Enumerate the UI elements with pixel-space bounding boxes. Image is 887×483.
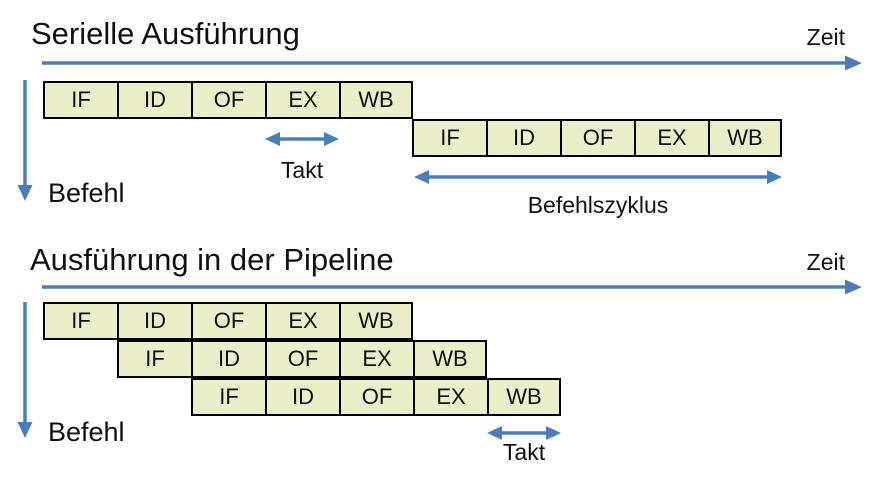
stage-cell: ID (265, 378, 339, 416)
stage-cell: WB (339, 81, 413, 119)
section-title-serial: Serielle Ausführung (31, 16, 300, 51)
instruction-row-pipeline-2: IF ID OF EX WB (117, 340, 487, 378)
instruction-axis-label-pipeline: Befehl (48, 417, 125, 447)
instruction-row-pipeline-3: IF ID OF EX WB (191, 378, 561, 416)
stage-cell: OF (560, 119, 634, 157)
clock-span-arrow-pipeline (487, 426, 561, 440)
time-axis-label-pipeline: Zeit (806, 249, 845, 275)
section-title-pipeline: Ausführung in der Pipeline (30, 242, 394, 277)
stage-cell: OF (265, 340, 339, 378)
clock-span-arrow-serial (265, 132, 339, 146)
instruction-row-pipeline-1: IF ID OF EX WB (43, 302, 413, 340)
stage-cell: WB (413, 340, 487, 378)
cycle-span-arrow (414, 170, 782, 184)
clock-label-serial: Takt (280, 157, 324, 183)
stage-cell: EX (634, 119, 708, 157)
stage-cell: OF (191, 302, 265, 340)
stage-cell: ID (486, 119, 560, 157)
stage-cell: IF (43, 302, 117, 340)
stage-cell: WB (708, 119, 782, 157)
clock-label-pipeline: Takt (502, 439, 546, 465)
cycle-label: Befehlszyklus (527, 192, 669, 218)
time-axis-arrow-serial (42, 55, 862, 71)
stage-cell: EX (265, 302, 339, 340)
stage-cell: OF (191, 81, 265, 119)
stage-cell: IF (412, 119, 486, 157)
stage-cell: ID (117, 81, 191, 119)
instruction-axis-arrow-pipeline (17, 302, 33, 438)
stage-cell: EX (339, 340, 413, 378)
stage-cell: WB (487, 378, 561, 416)
instruction-row-serial-1: IF ID OF EX WB (43, 81, 413, 119)
stage-cell: IF (191, 378, 265, 416)
instruction-axis-arrow-serial (17, 80, 33, 201)
stage-cell: IF (43, 81, 117, 119)
stage-cell: EX (265, 81, 339, 119)
time-axis-label-serial: Zeit (806, 24, 845, 50)
stage-cell: WB (339, 302, 413, 340)
stage-cell: ID (191, 340, 265, 378)
stage-cell: ID (117, 302, 191, 340)
stage-cell: EX (413, 378, 487, 416)
time-axis-arrow-pipeline (42, 279, 862, 295)
stage-cell: IF (117, 340, 191, 378)
stage-cell: OF (339, 378, 413, 416)
instruction-row-serial-2: IF ID OF EX WB (412, 119, 782, 157)
instruction-axis-label-serial: Befehl (48, 178, 125, 208)
